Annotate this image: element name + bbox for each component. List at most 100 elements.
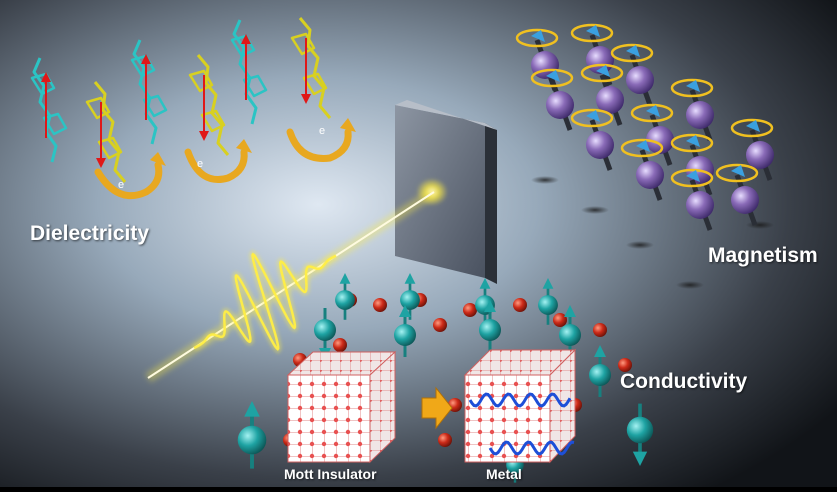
molecule-ring	[290, 32, 316, 56]
molecule	[188, 54, 230, 156]
spin-sphere	[546, 91, 574, 119]
spin-site	[530, 68, 574, 131]
electron-arrow-icon	[150, 152, 166, 166]
molecule	[30, 57, 68, 163]
spin-cone	[746, 120, 760, 132]
dipole-arrow-head	[41, 72, 51, 82]
molecule-ring	[142, 94, 168, 118]
spin-head	[339, 273, 351, 284]
spin-site	[580, 63, 624, 126]
spin-head	[404, 273, 416, 284]
spin-ring	[620, 138, 664, 158]
spin-cone	[636, 140, 650, 152]
molecule-ring	[85, 96, 111, 120]
spin-ring	[715, 163, 759, 183]
spin-arrow-icon	[237, 401, 267, 469]
spin-cone	[646, 105, 660, 117]
atom	[333, 338, 347, 352]
spin-head	[479, 278, 491, 289]
spin-sphere	[686, 191, 714, 219]
spin-ring	[515, 28, 559, 48]
spin-ball	[538, 295, 558, 315]
spin-ring	[530, 68, 574, 88]
atom	[463, 303, 477, 317]
spin-cone	[586, 110, 600, 122]
spin-sphere	[646, 126, 674, 154]
spin-arrow-icon	[394, 305, 416, 357]
transition-arrow-icon	[421, 386, 453, 430]
spin-ring	[610, 43, 654, 63]
spin-sphere	[636, 161, 664, 189]
spin-cone	[626, 45, 640, 57]
spin-cone	[546, 70, 560, 82]
mott-insulator-label: Mott Insulator	[284, 466, 377, 482]
spin-head	[399, 305, 411, 317]
spin-ball	[335, 290, 355, 310]
spin-ring	[670, 78, 714, 98]
spin-site	[570, 108, 614, 171]
spin-shadow	[676, 281, 704, 289]
spin-ball	[237, 425, 267, 455]
spin-ring	[570, 23, 614, 43]
electron-arrow-icon	[340, 118, 356, 132]
spin-arrow-icon	[538, 278, 558, 325]
laser-pulse	[145, 187, 437, 383]
spin-site	[730, 118, 774, 181]
atom	[373, 298, 387, 312]
electron-label: e	[319, 125, 325, 137]
spin-ball	[589, 364, 611, 386]
spin-ring	[730, 118, 774, 138]
molecule-bond	[298, 17, 332, 119]
molecule-ring	[97, 136, 123, 160]
spin-ring	[670, 168, 714, 188]
spin-arrow-icon	[400, 273, 420, 320]
molecule	[230, 19, 268, 125]
magnetism-label: Magnetism	[708, 244, 818, 267]
dipole-arrow-head	[141, 54, 151, 64]
spin-site	[620, 138, 664, 201]
spin-sphere	[586, 131, 614, 159]
atom	[618, 358, 632, 372]
molecule-ring	[188, 69, 214, 93]
molecule	[130, 39, 168, 145]
spin-head	[564, 305, 576, 317]
conductivity-label: Conductivity	[620, 370, 748, 393]
spin-site	[670, 168, 714, 231]
dipole-arrow-head	[96, 158, 106, 168]
molecule-ring	[42, 112, 68, 136]
spin-arrow-icon	[335, 273, 355, 320]
spin-lattice	[515, 23, 774, 231]
molecule-ring	[230, 34, 256, 58]
spin-cone	[531, 30, 545, 42]
spin-head	[542, 278, 554, 289]
electron-arrow-icon	[94, 161, 163, 200]
dielectricity-label: Dielectricity	[30, 222, 150, 245]
electron-label: e	[197, 158, 203, 170]
spin-cone	[686, 170, 700, 182]
atom	[593, 323, 607, 337]
spin-ball	[559, 324, 581, 346]
spin-head	[484, 300, 496, 312]
molecule-bond	[196, 54, 230, 156]
electron-arrow-icon	[184, 148, 248, 183]
molecule	[290, 17, 332, 119]
spin-arrow-icon	[479, 300, 501, 352]
spin-ball	[400, 290, 420, 310]
dipole-arrow-head	[301, 94, 311, 104]
spin-site	[630, 103, 674, 166]
spin-head	[244, 401, 260, 417]
spin-ball	[394, 324, 416, 346]
spin-head	[632, 451, 648, 466]
spin-shadow	[626, 241, 654, 249]
spin-sphere	[746, 141, 774, 169]
molecule-ring	[242, 74, 268, 98]
molecule-ring	[302, 72, 328, 96]
molecule-bond	[93, 81, 127, 183]
spin-ring	[630, 103, 674, 123]
spin-ring	[580, 63, 624, 83]
electron-arrow-icon	[236, 139, 252, 153]
spin-cone	[586, 25, 600, 37]
metal-label: Metal	[486, 466, 522, 482]
